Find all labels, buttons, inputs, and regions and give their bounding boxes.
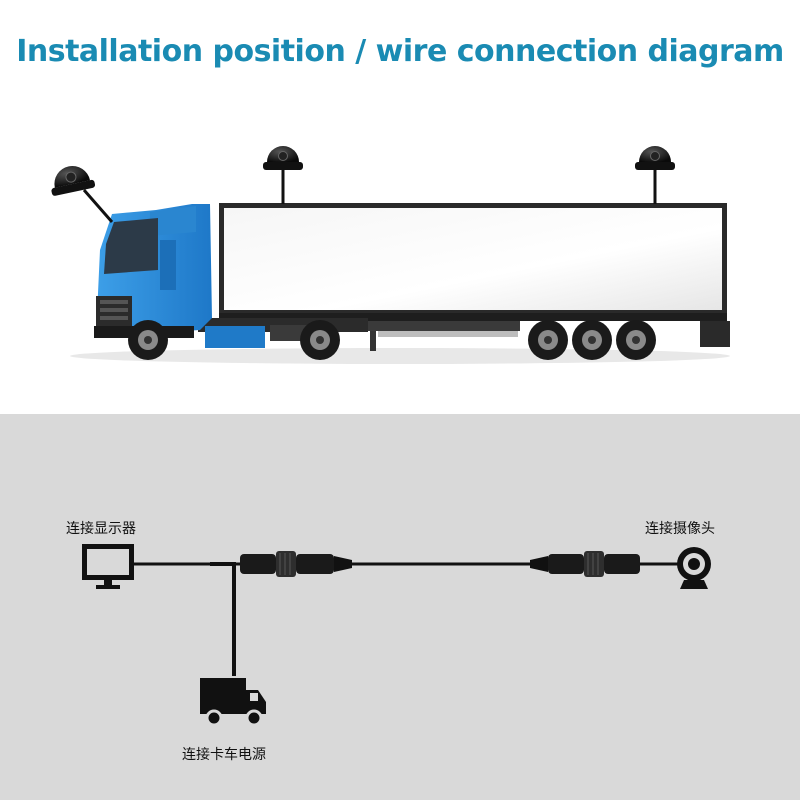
ground-shadow (70, 348, 730, 364)
tractor-chassis (198, 318, 368, 348)
truck-icon (200, 678, 266, 727)
installation-position-section: Installation position / wire connection … (16, 34, 784, 364)
monitor-connection-label: 连接显示器 (66, 521, 136, 537)
wiring-diagram (82, 544, 711, 727)
truck-illustration (51, 146, 730, 364)
page-title: Installation position / wire connection … (16, 34, 784, 69)
dome-camera-icon (263, 146, 303, 170)
trailer (219, 203, 730, 351)
power-cable (210, 562, 236, 676)
dome-camera-icon (51, 165, 96, 196)
power-connection-label: 连接卡车电源 (182, 747, 266, 763)
monitor-icon (82, 544, 134, 589)
truck-cab (94, 204, 212, 338)
trailer-wheels (528, 320, 656, 360)
dome-camera-icon (635, 146, 675, 170)
wire-connection-section: 连接显示器 连接摄像头 连接卡车电源 (0, 414, 800, 800)
connector-icon (530, 551, 640, 577)
front-camera-wire (82, 189, 114, 223)
connector-icon (240, 551, 352, 577)
camera-connection-label: 连接摄像头 (645, 521, 715, 537)
webcam-icon (677, 547, 711, 589)
tractor-wheels (128, 320, 340, 360)
